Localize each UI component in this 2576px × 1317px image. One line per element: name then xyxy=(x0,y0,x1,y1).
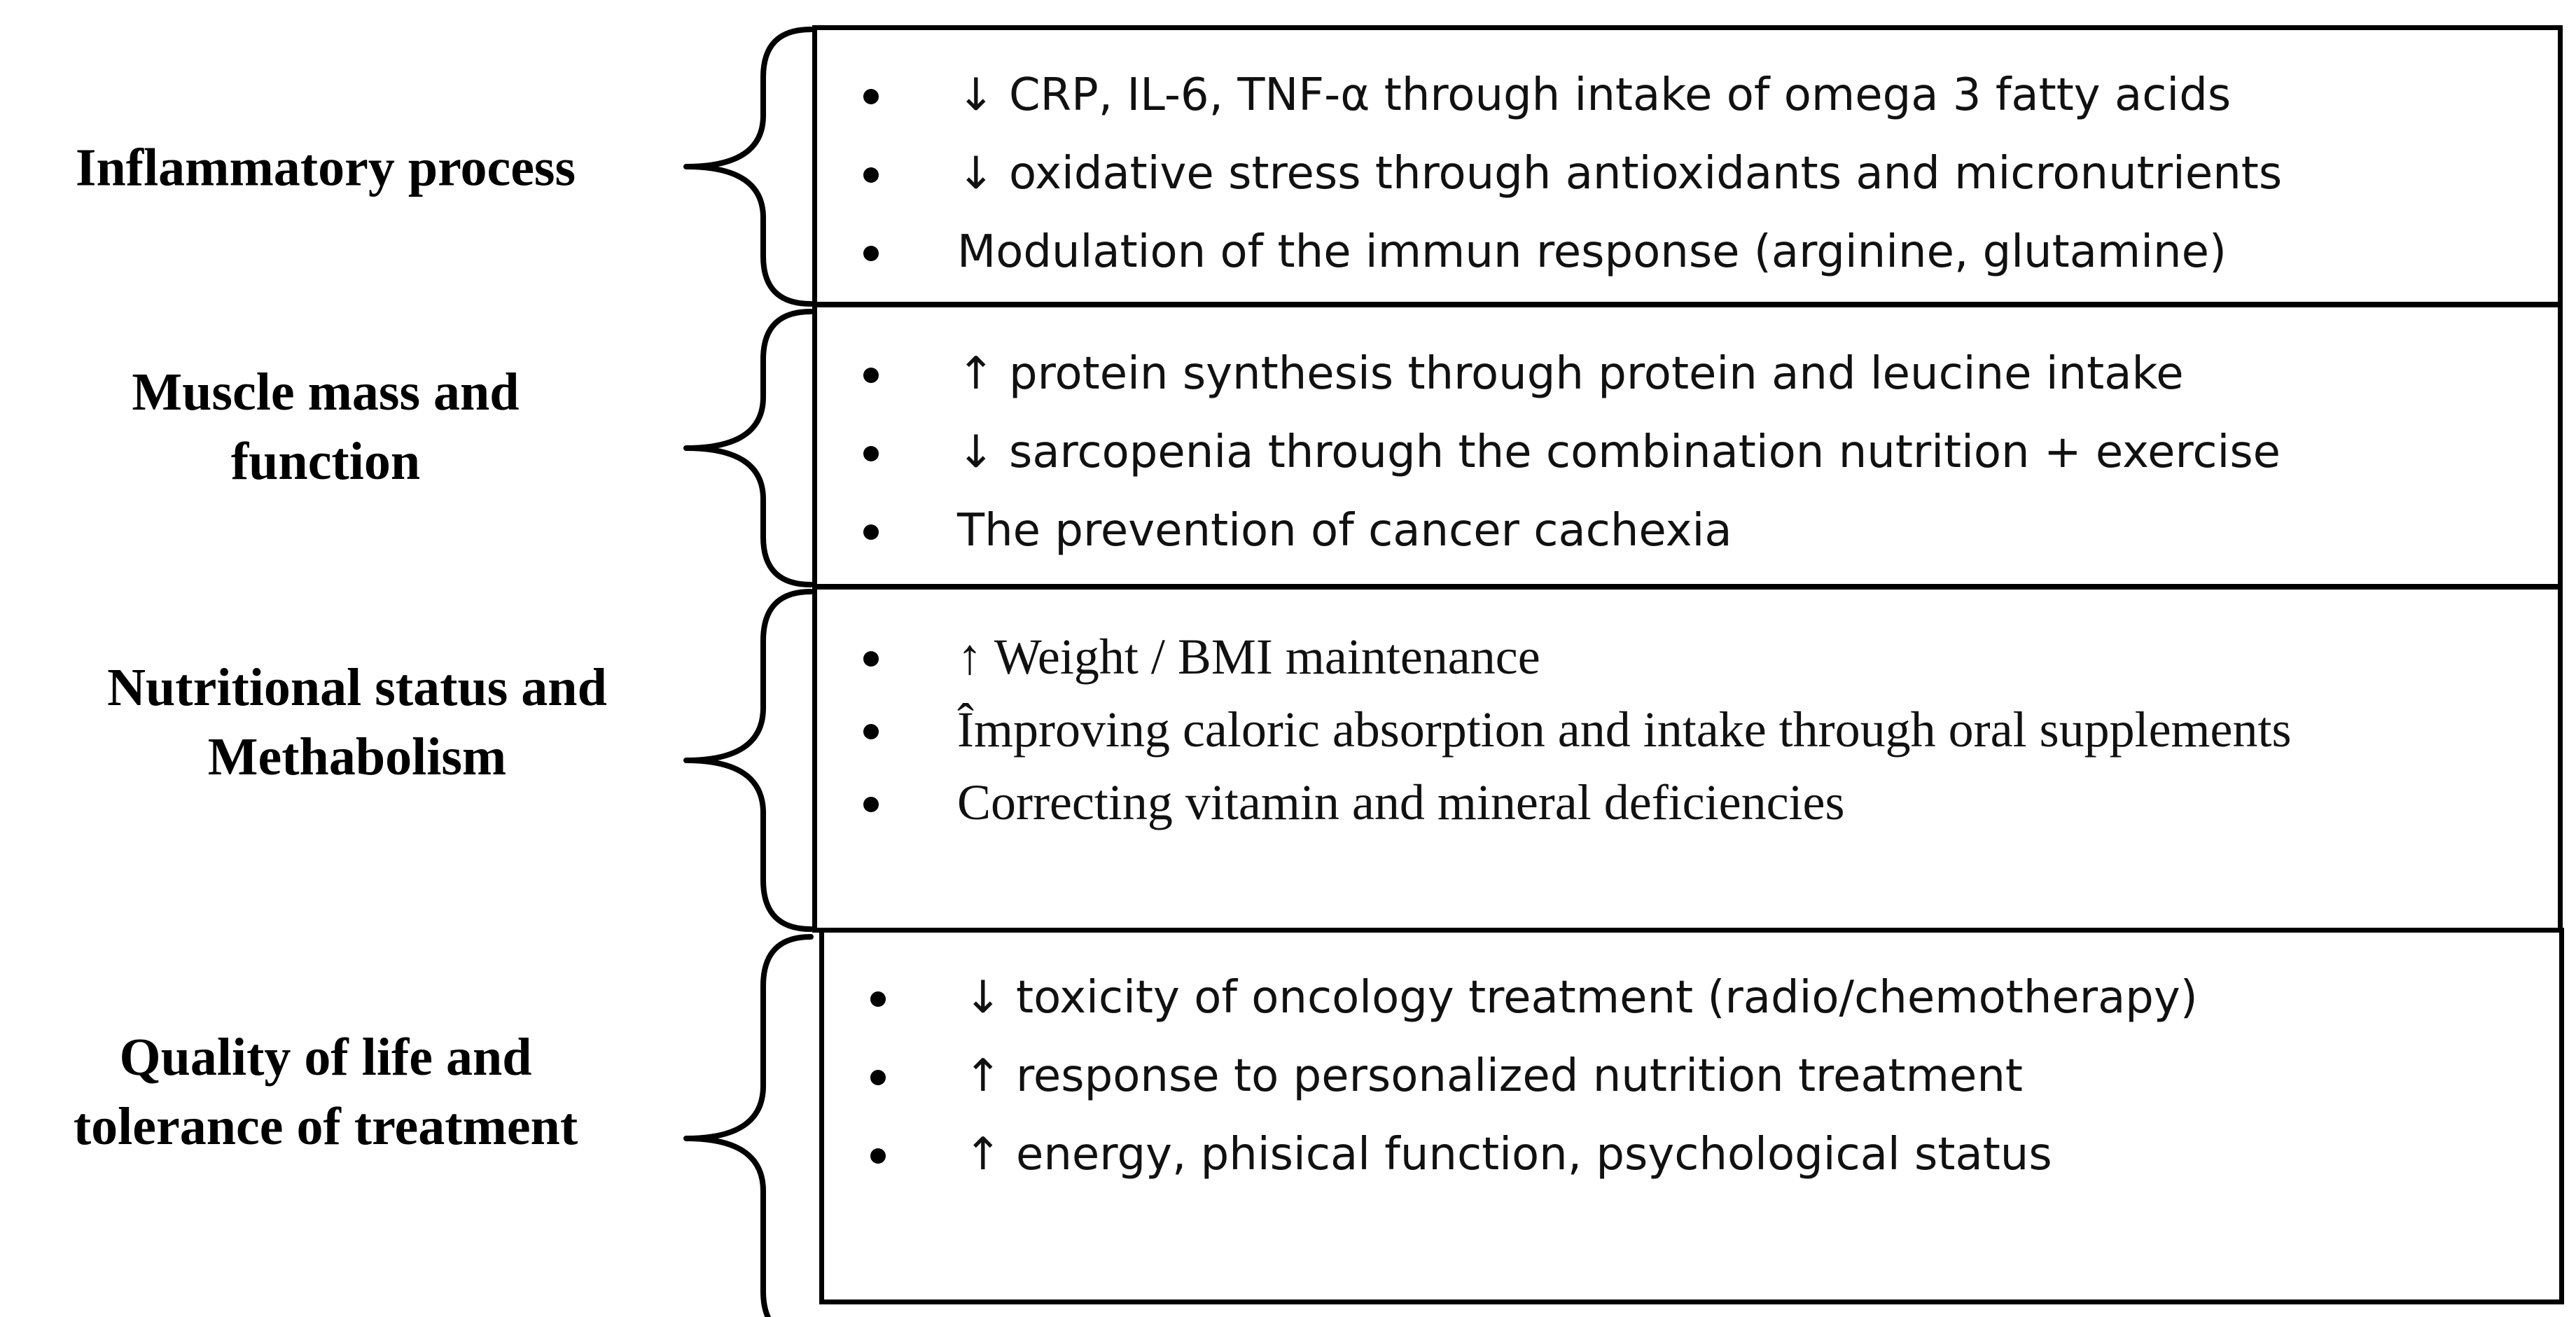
brace-muscle xyxy=(683,309,814,587)
list-item: ↓ CRP, IL-6, TNF-α through intake of ome… xyxy=(817,64,2558,127)
item-list: ↑ Weight / BMI maintenance Împroving cal… xyxy=(817,625,2558,835)
brace-quality xyxy=(683,934,814,1317)
brace-nutritional xyxy=(683,589,814,932)
section-box-quality: ↓ toxicity of oncology treatment (radio/… xyxy=(819,928,2564,1304)
item-list: ↓ toxicity of oncology treatment (radio/… xyxy=(824,966,2559,1186)
item-list: ↑ protein synthesis through protein and … xyxy=(817,342,2558,562)
section-label-quality: Quality of life and tolerance of treatme… xyxy=(74,1023,578,1162)
list-item: ↓ sarcopenia through the combination nut… xyxy=(817,421,2558,484)
label-line: Quality of life and xyxy=(119,1028,532,1087)
brace-inflammatory xyxy=(683,27,814,307)
label-line: function xyxy=(230,432,421,491)
label-line: Nutritional status and xyxy=(107,658,607,718)
list-item: ↑ energy, phisical function, psychologic… xyxy=(824,1123,2559,1186)
section-box-nutritional: ↑ Weight / BMI maintenance Împroving cal… xyxy=(812,585,2563,933)
section-box-muscle: ↑ protein synthesis through protein and … xyxy=(812,302,2563,589)
list-item: Correcting vitamin and mineral deficienc… xyxy=(817,770,2558,835)
label-line: tolerance of treatment xyxy=(73,1097,578,1156)
list-item: The prevention of cancer cachexia xyxy=(817,499,2558,562)
list-item: ↓ toxicity of oncology treatment (radio/… xyxy=(824,966,2559,1029)
section-label-muscle: Muscle mass and function xyxy=(132,358,519,496)
label-line: Inflammatory process xyxy=(75,138,576,197)
list-item: ↑ protein synthesis through protein and … xyxy=(817,342,2558,405)
list-item: ↑ response to personalized nutrition tre… xyxy=(824,1045,2559,1108)
section-box-inflammatory: ↓ CRP, IL-6, TNF-α through intake of ome… xyxy=(812,25,2563,307)
list-item: ↓ oxidative stress through antioxidants … xyxy=(817,142,2558,205)
section-label-nutritional: Nutritional status and Methabolism xyxy=(107,653,607,792)
list-item: Împroving caloric absorption and intake … xyxy=(817,697,2428,762)
label-line: Muscle mass and xyxy=(132,363,520,422)
section-label-inflammatory: Inflammatory process xyxy=(76,134,576,203)
list-item: Modulation of the immun response (argini… xyxy=(817,221,2558,284)
item-list: ↓ CRP, IL-6, TNF-α through intake of ome… xyxy=(817,64,2558,284)
label-line: Methabolism xyxy=(207,727,507,786)
list-item: ↑ Weight / BMI maintenance xyxy=(817,625,2558,689)
